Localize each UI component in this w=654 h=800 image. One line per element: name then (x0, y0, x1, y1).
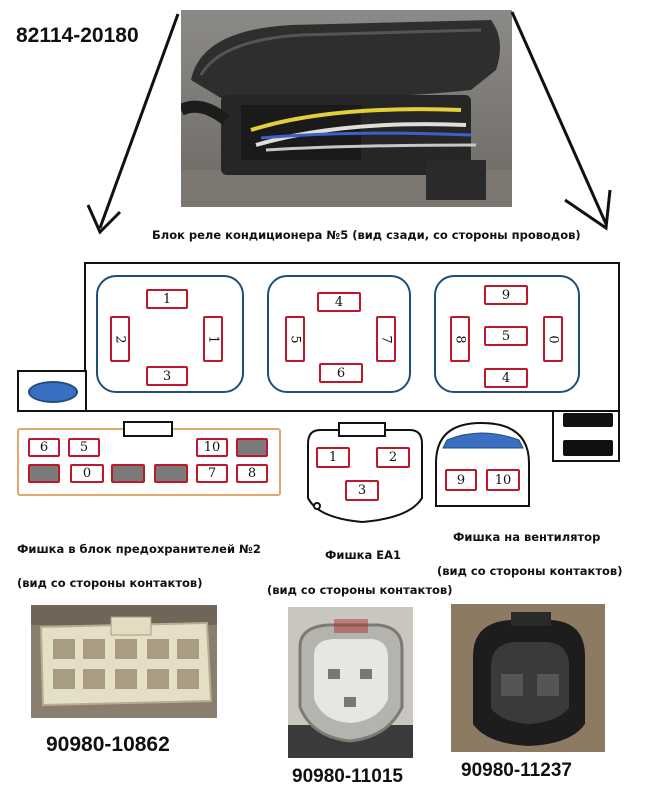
relay3-pin-left-label: 8 (452, 334, 468, 344)
relay3-pin-left: 8 (450, 316, 470, 362)
ea1-connector-photo (288, 607, 413, 758)
relay3-pin-right: 0 (543, 316, 563, 362)
relay3-pin-center: 5 (484, 326, 528, 346)
fuse-pin-r2-4 (154, 464, 188, 483)
fuse-connector-caption: Фишка в блок предохранителей №2 (17, 542, 261, 556)
fuse-pin-r1-2: 5 (68, 438, 100, 457)
relay3-pin-bottom: 4 (484, 368, 528, 388)
top-part-number: 82114-20180 (16, 24, 139, 47)
relay2-pin-left: 5 (285, 316, 305, 362)
fan-connector-photo (451, 604, 605, 752)
ea1-pin-2: 2 (376, 447, 410, 468)
relay1-pin-right-label: 1 (205, 334, 221, 344)
ea1-caption: Фишка EA1 (325, 548, 402, 562)
ea1-subcaption: (вид со стороны контактов) (267, 583, 453, 597)
relay1-pin-right: 1 (203, 316, 223, 362)
fuse-pin-r2-3 (111, 464, 145, 483)
fuse-pin-r2-6: 8 (236, 464, 268, 483)
fuse-pin-r1-1: 6 (28, 438, 60, 457)
fuse-pin-r2-1 (28, 464, 60, 483)
ea1-part-number: 90980-11015 (292, 766, 403, 787)
latch-bar-2 (563, 440, 613, 456)
latch-bar-1 (563, 413, 613, 427)
fuse-connector-subcaption: (вид со стороны контактов) (17, 576, 203, 590)
ea1-pin-1: 1 (316, 447, 350, 468)
ea1-latch (338, 422, 386, 437)
relay1-pin-left-label: 2 (112, 334, 128, 344)
relay1-pin-left: 2 (110, 316, 130, 362)
fuse-pin-r2-2: 0 (70, 464, 104, 483)
relay-block-photo (181, 10, 512, 207)
relay2-pin-bottom: 6 (319, 363, 363, 383)
fan-part-number: 90980-11237 (461, 760, 572, 781)
relay2-pin-left-label: 5 (287, 334, 303, 344)
fuse-connector-photo (31, 605, 217, 718)
fan-pin-9: 9 (445, 469, 477, 491)
relay2-pin-right: 7 (376, 316, 396, 362)
fuse-pin-r2-5: 7 (196, 464, 228, 483)
relay2-pin-right-label: 7 (378, 334, 394, 344)
ea1-pin-3: 3 (345, 480, 379, 501)
relay3-pin-top: 9 (484, 285, 528, 305)
fuse-connector-latch (123, 421, 173, 437)
arrows (86, 11, 612, 235)
relay3-pin-right-label: 0 (545, 334, 561, 344)
relay1-pin-top: 1 (146, 289, 188, 309)
fan-subcaption: (вид со стороны контактов) (437, 564, 623, 578)
fuse-pin-r1-6 (236, 438, 268, 457)
fan-connector-outline (435, 421, 530, 507)
fuse-connector-part-number: 90980-10862 (46, 733, 170, 756)
relay1-pin-bottom: 3 (146, 366, 188, 386)
fuse-pin-r1-5: 10 (196, 438, 228, 457)
relay2-pin-top: 4 (317, 292, 361, 312)
relay-block-caption: Блок реле кондиционера №5 (вид сзади, со… (152, 228, 581, 242)
fan-pin-10: 10 (486, 469, 520, 491)
fan-caption: Фишка на вентилятор (453, 530, 601, 544)
blue-oval-marker (28, 381, 78, 403)
